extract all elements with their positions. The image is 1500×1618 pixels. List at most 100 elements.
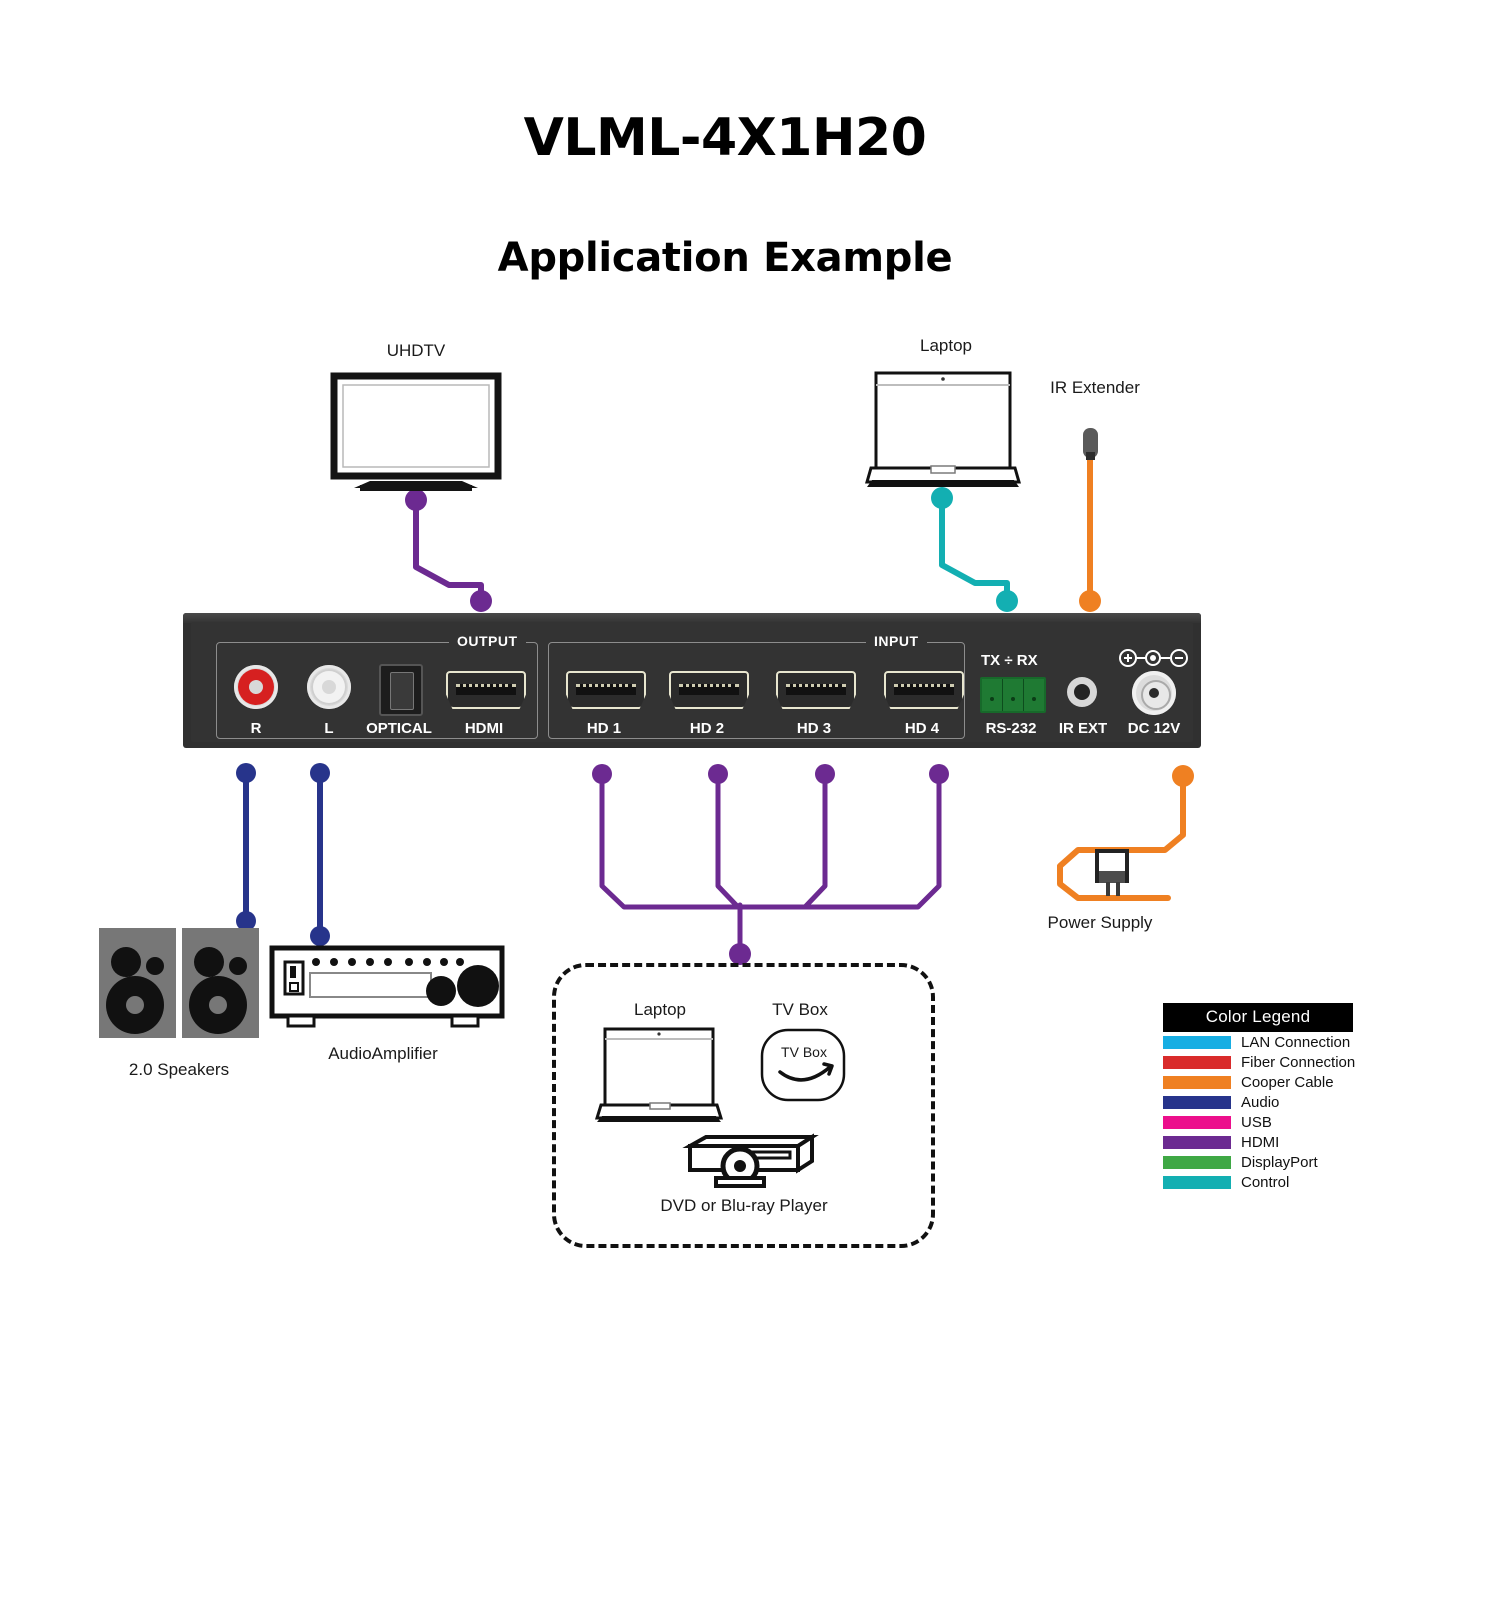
- legend-color-swatch: [1163, 1135, 1231, 1149]
- legend-color-swatch: [1163, 1115, 1231, 1129]
- port-hdmi-input-3[interactable]: [776, 671, 856, 709]
- laptop-top-label: Laptop: [920, 336, 972, 355]
- port-label-l: L: [324, 720, 334, 737]
- ir-extender-label: IR Extender: [1050, 378, 1140, 397]
- port-rca-right[interactable]: [234, 665, 278, 709]
- legend-item: DisplayPort: [1163, 1152, 1353, 1172]
- legend-color-swatch: [1163, 1075, 1231, 1089]
- legend-color-swatch: [1163, 1095, 1231, 1109]
- legend-item: Fiber Connection: [1163, 1052, 1356, 1072]
- port-label-hdmi: HDMI: [464, 720, 504, 737]
- legend-item-label: USB: [1241, 1113, 1272, 1131]
- cable-endpoint-hdmi-out: [470, 590, 492, 612]
- port-optical-toslink[interactable]: [379, 664, 423, 716]
- legend-item-label: Cooper Cable: [1241, 1073, 1334, 1091]
- rs232-txrx-label: TX ÷ RX: [981, 652, 1038, 669]
- legend-item: Cooper Cable: [1163, 1072, 1353, 1092]
- toslink-shutter: [390, 672, 414, 710]
- output-group-label: OUTPUT: [449, 633, 526, 649]
- input-port-group: INPUT: [548, 633, 965, 739]
- port-label-hd1: HD 1: [586, 720, 622, 737]
- panel-face: OUTPUT R L OPTICAL HDMI: [191, 622, 1193, 742]
- cable-endpoint-hd4: [929, 764, 949, 784]
- uhdtv-label: UHDTV: [386, 341, 446, 360]
- rca-pin: [322, 680, 336, 694]
- port-label-dc-12v: DC 12V: [1127, 720, 1181, 737]
- cable-hd4: [739, 773, 942, 910]
- dc-polarity-icon: [1119, 649, 1188, 667]
- legend-item: Audio: [1163, 1092, 1353, 1112]
- cable-endpoint-control: [996, 590, 1018, 612]
- device-rear-panel: OUTPUT R L OPTICAL HDMI: [183, 613, 1201, 748]
- tv-box-label: TV Box: [772, 1000, 828, 1019]
- ir-jack-hole: [1074, 684, 1090, 700]
- cable-endpoint-tv: [405, 489, 427, 511]
- port-label-hd4: HD 4: [904, 720, 940, 737]
- port-dc-12v[interactable]: [1132, 671, 1176, 715]
- dc-jack-pin: [1149, 688, 1159, 698]
- power-supply-label: Power Supply: [1047, 913, 1153, 932]
- laptop-source-label: Laptop: [634, 1000, 686, 1019]
- port-label-hd3: HD 3: [796, 720, 832, 737]
- port-label-ir-ext: IR EXT: [1058, 720, 1108, 737]
- source-devices-group: [552, 963, 935, 1248]
- cable-endpoint-audio-l-top: [310, 763, 330, 783]
- legend-title: Color Legend: [1163, 1003, 1353, 1032]
- hdmi-slot: [786, 684, 846, 695]
- hdmi-slot: [576, 684, 636, 695]
- cable-endpoint-source-trunk: [729, 943, 751, 965]
- hdmi-slot: [894, 684, 954, 695]
- legend-color-swatch: [1163, 1175, 1231, 1189]
- cable-endpoint-audio-l-bottom: [310, 926, 330, 946]
- legend-item-label: Fiber Connection: [1241, 1053, 1356, 1071]
- port-hdmi-input-2[interactable]: [669, 671, 749, 709]
- legend-item-label: LAN Connection: [1241, 1033, 1351, 1051]
- cable-endpoint-hd3: [815, 764, 835, 784]
- cable-endpoint-audio-r-bottom: [236, 911, 256, 931]
- dvd-player-label: DVD or Blu-ray Player: [660, 1196, 828, 1215]
- legend-item: LAN Connection: [1163, 1032, 1353, 1052]
- legend-color-swatch: [1163, 1035, 1231, 1049]
- cable-hd2: [715, 773, 741, 910]
- port-rca-left[interactable]: [307, 665, 351, 709]
- cable-endpoint-ir: [1079, 590, 1101, 612]
- output-port-group: OUTPUT: [216, 633, 538, 739]
- legend-item-label: HDMI: [1241, 1133, 1280, 1151]
- cable-endpoint-audio-r-top: [236, 763, 256, 783]
- hdmi-slot: [456, 684, 516, 695]
- cable-hd1: [599, 773, 743, 910]
- cable-control-laptop: [939, 497, 1010, 603]
- port-label-r: R: [250, 720, 262, 737]
- cable-endpoint-hd2: [708, 764, 728, 784]
- port-hdmi-input-4[interactable]: [884, 671, 964, 709]
- cable-endpoint-power-panel: [1172, 765, 1194, 787]
- cable-hdmi-output: [413, 499, 484, 603]
- port-rs232-phoenix[interactable]: [980, 677, 1046, 713]
- port-hdmi-output[interactable]: [446, 671, 526, 709]
- port-hdmi-input-1[interactable]: [566, 671, 646, 709]
- cable-hd3: [739, 773, 828, 910]
- legend-item-label: DisplayPort: [1241, 1153, 1318, 1171]
- legend-item: USB: [1163, 1112, 1353, 1132]
- page-subtitle: Application Example: [497, 235, 953, 281]
- hdmi-slot: [679, 684, 739, 695]
- port-label-rs232: RS-232: [985, 720, 1037, 737]
- legend-item-label: Control: [1241, 1173, 1290, 1191]
- phoenix-cell: [1003, 679, 1024, 711]
- legend-color-swatch: [1163, 1155, 1231, 1169]
- cable-power: [1057, 775, 1186, 901]
- tv-box-body-text: TV Box: [781, 1044, 827, 1060]
- legend-color-swatch: [1163, 1055, 1231, 1069]
- legend-item-label: Audio: [1241, 1093, 1280, 1111]
- phoenix-cell: [1024, 679, 1044, 711]
- phoenix-cell: [982, 679, 1003, 711]
- amplifier-label: AudioAmplifier: [328, 1044, 438, 1063]
- port-label-hd2: HD 2: [689, 720, 725, 737]
- page-title: VLML-4X1H20: [523, 108, 927, 168]
- legend-item: HDMI: [1163, 1132, 1353, 1152]
- port-ir-ext[interactable]: [1067, 677, 1097, 707]
- speakers-label: 2.0 Speakers: [128, 1060, 230, 1079]
